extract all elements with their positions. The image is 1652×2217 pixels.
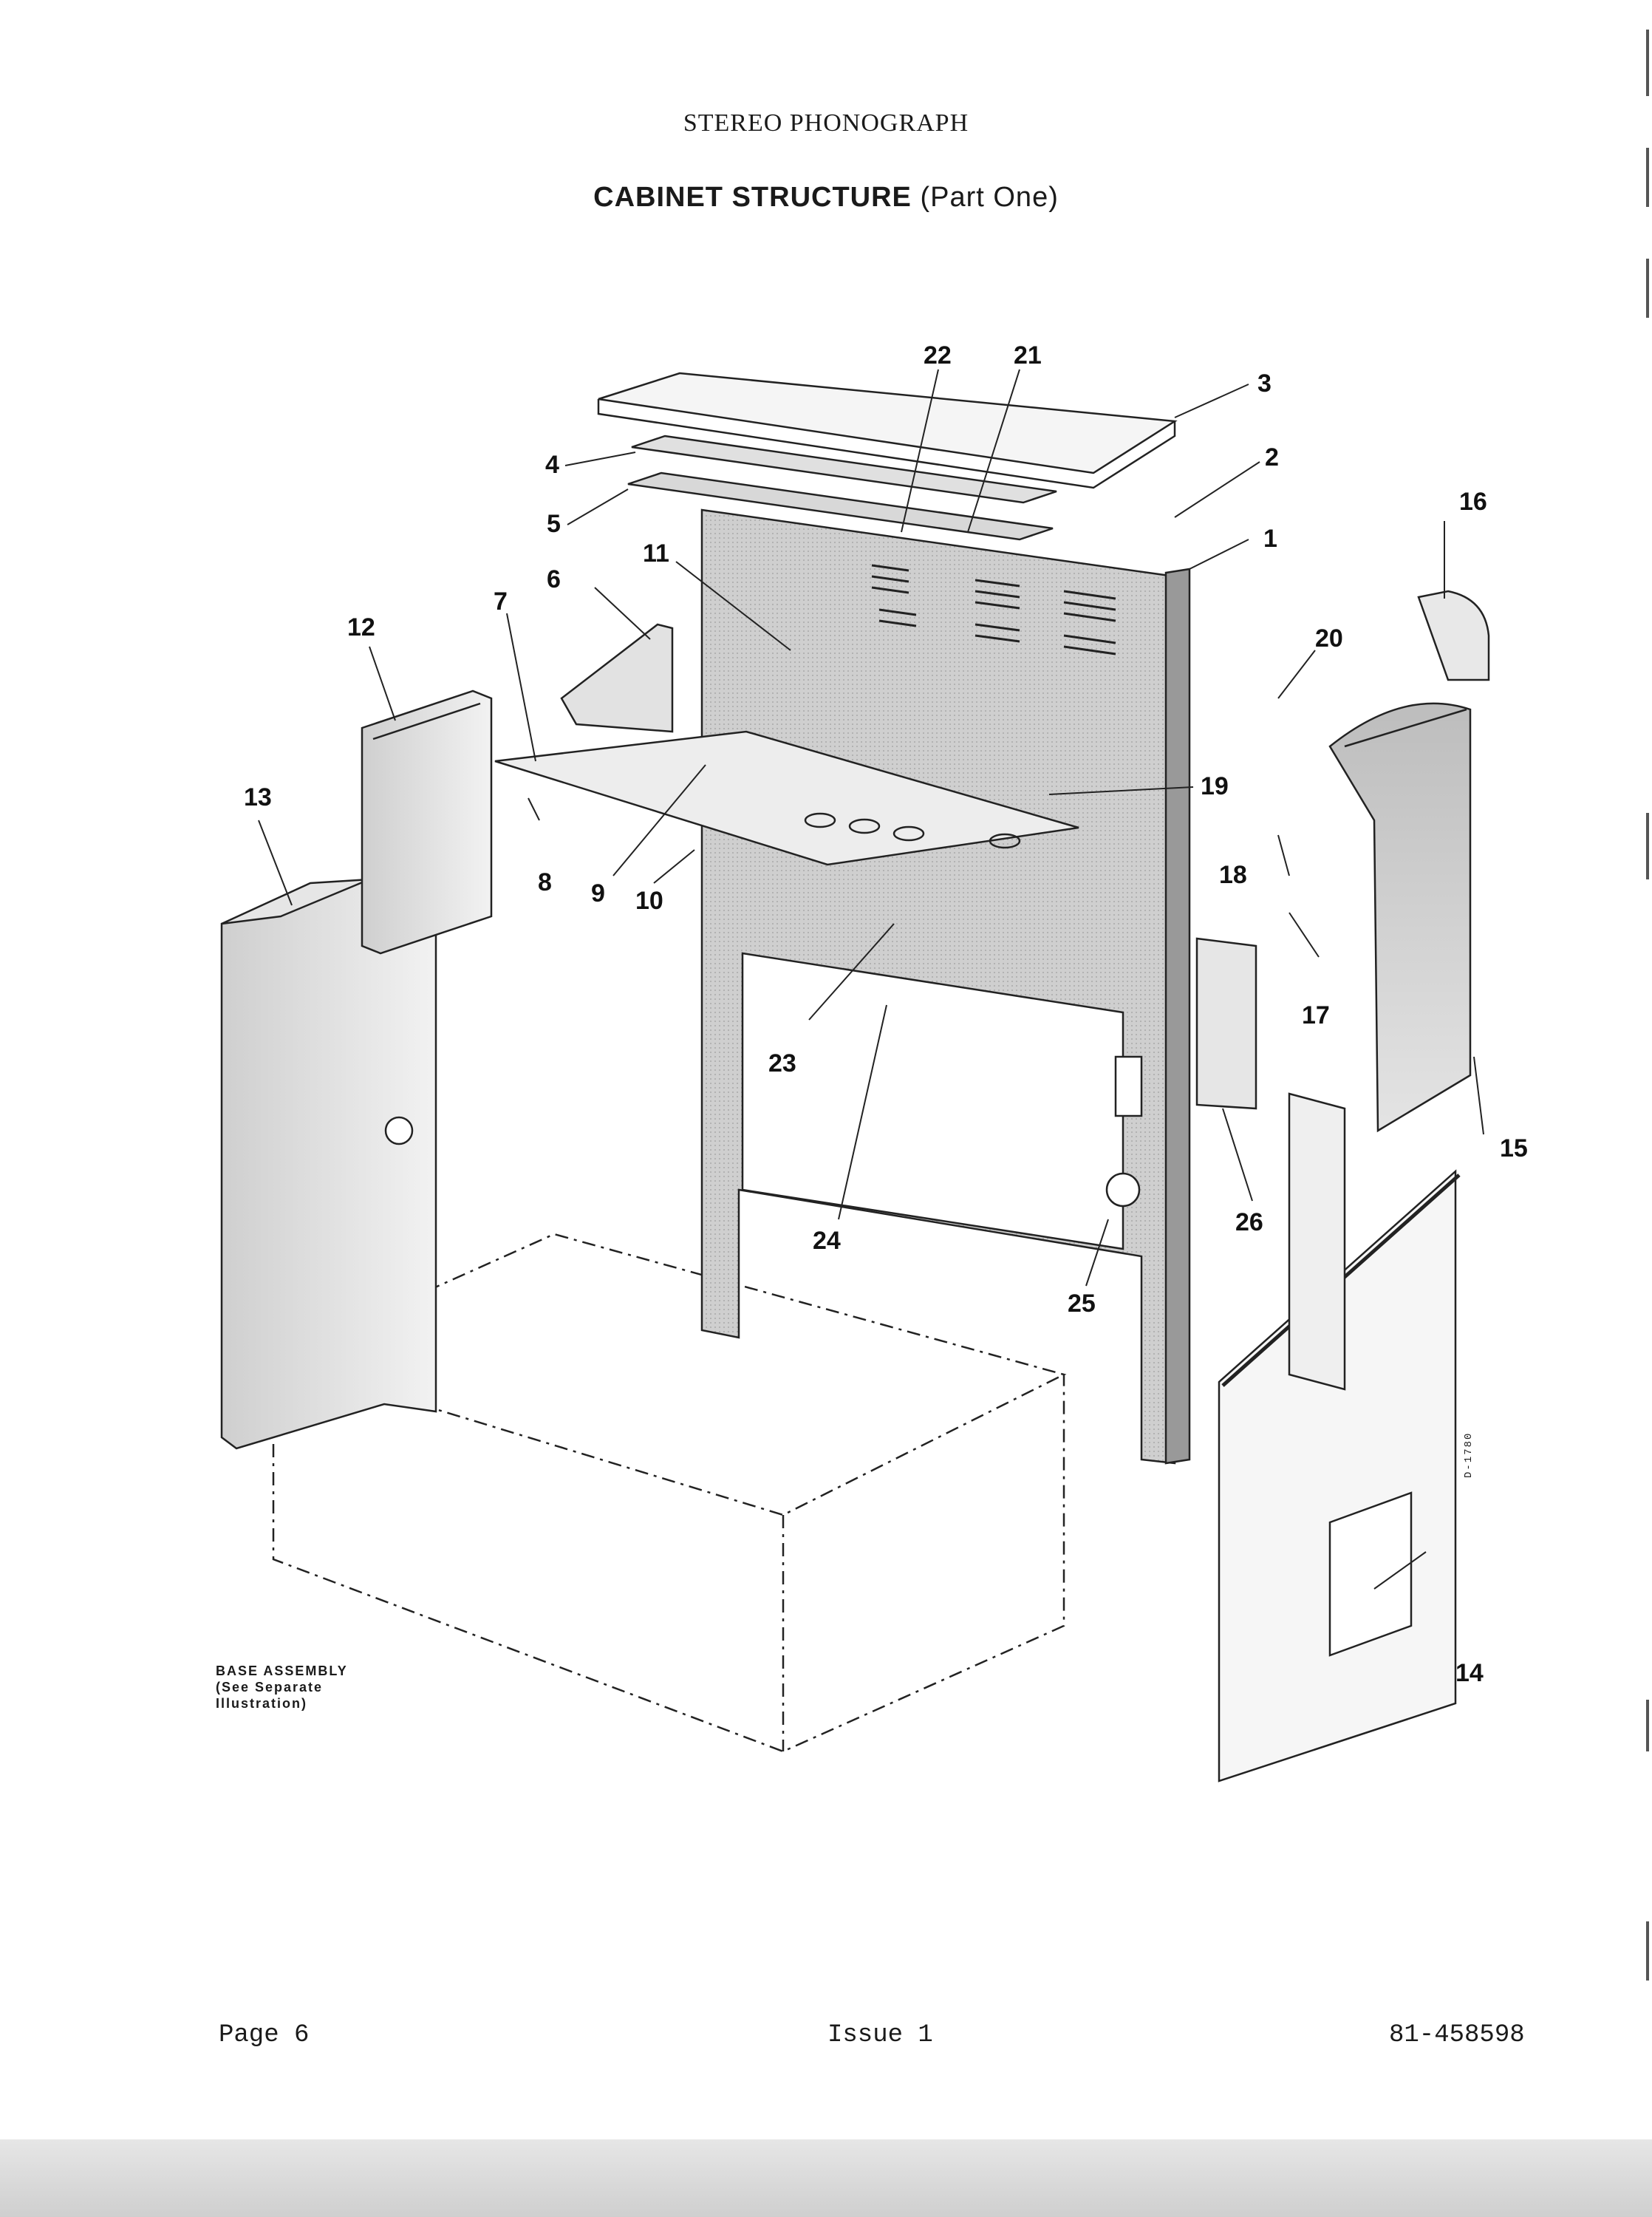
drawing-code: D-1780 [1463, 1431, 1475, 1478]
footer-issue: Issue 1 [827, 2021, 933, 2049]
base-note-line-2: (See Separate [216, 1680, 324, 1695]
document-header: STEREO PHONOGRAPH [683, 109, 969, 137]
callout-20: 20 [1315, 624, 1343, 653]
scan-edge-mark [1646, 813, 1649, 879]
scan-edge-mark [1646, 1700, 1649, 1751]
callout-11: 11 [643, 539, 669, 568]
callout-5: 5 [547, 510, 561, 538]
footer-doc-number: 81-458598 [1389, 2021, 1525, 2049]
callout-25: 25 [1068, 1290, 1096, 1318]
post [1288, 1092, 1346, 1391]
callout-15: 15 [1500, 1134, 1528, 1162]
scan-edge-mark [1646, 30, 1649, 96]
shelf-7 [494, 730, 1079, 866]
callout-16: 16 [1459, 488, 1487, 516]
callout-14: 14 [1455, 1659, 1484, 1687]
callout-1: 1 [1263, 525, 1277, 553]
cap-16 [1417, 590, 1490, 681]
strip-4-5 [627, 435, 1057, 541]
callout-4: 4 [545, 451, 559, 479]
callout-13: 13 [244, 783, 272, 811]
callout-17: 17 [1302, 1001, 1330, 1029]
scan-edge-mark [1646, 1921, 1649, 1981]
scan-bottom-bar [0, 2139, 1652, 2217]
leader-lines [258, 369, 1484, 1590]
callout-12: 12 [347, 613, 375, 641]
base-assembly-note: BASE ASSEMBLY (See Separate Illustration… [216, 1663, 348, 1712]
base-note-line-1: BASE ASSEMBLY [216, 1663, 348, 1678]
footer-page: Page 6 [219, 2021, 310, 2049]
callout-26: 26 [1235, 1208, 1263, 1236]
scan-edge-mark [1646, 259, 1649, 318]
callout-24: 24 [813, 1227, 841, 1255]
title-main: CABINET STRUCTURE [593, 182, 912, 213]
frame-26 [1195, 937, 1257, 1110]
callout-9: 9 [591, 879, 605, 907]
side-panel-13 [220, 878, 437, 1450]
callout-21: 21 [1014, 341, 1042, 370]
callout-18: 18 [1219, 861, 1247, 889]
scan-edge-mark [1646, 148, 1649, 207]
top-panel-3 [597, 372, 1178, 489]
title-sub: (Part One) [920, 182, 1059, 213]
callout-10: 10 [635, 887, 663, 915]
callout-22: 22 [924, 341, 952, 370]
callout-23: 23 [768, 1049, 796, 1077]
callout-3: 3 [1257, 370, 1272, 398]
callout-19: 19 [1201, 772, 1229, 800]
callout-7: 7 [494, 588, 508, 616]
panel-12 [361, 689, 493, 955]
callout-6: 6 [547, 565, 561, 593]
callout-2: 2 [1265, 443, 1279, 471]
bracket-6 [560, 623, 674, 733]
callout-labels: 1 2 3 4 5 6 7 8 9 10 11 12 13 14 15 16 1… [244, 341, 1528, 1687]
base-note-line-3: Illustration) [216, 1696, 307, 1711]
front-panel-14 [1218, 1169, 1461, 1782]
callout-8: 8 [538, 868, 552, 896]
base-assembly [270, 1233, 1067, 1753]
back-panel-1 [700, 508, 1191, 1465]
page-title: CABINET STRUCTURE (Part One) [0, 182, 1652, 214]
side-panel-15 [1328, 702, 1472, 1133]
